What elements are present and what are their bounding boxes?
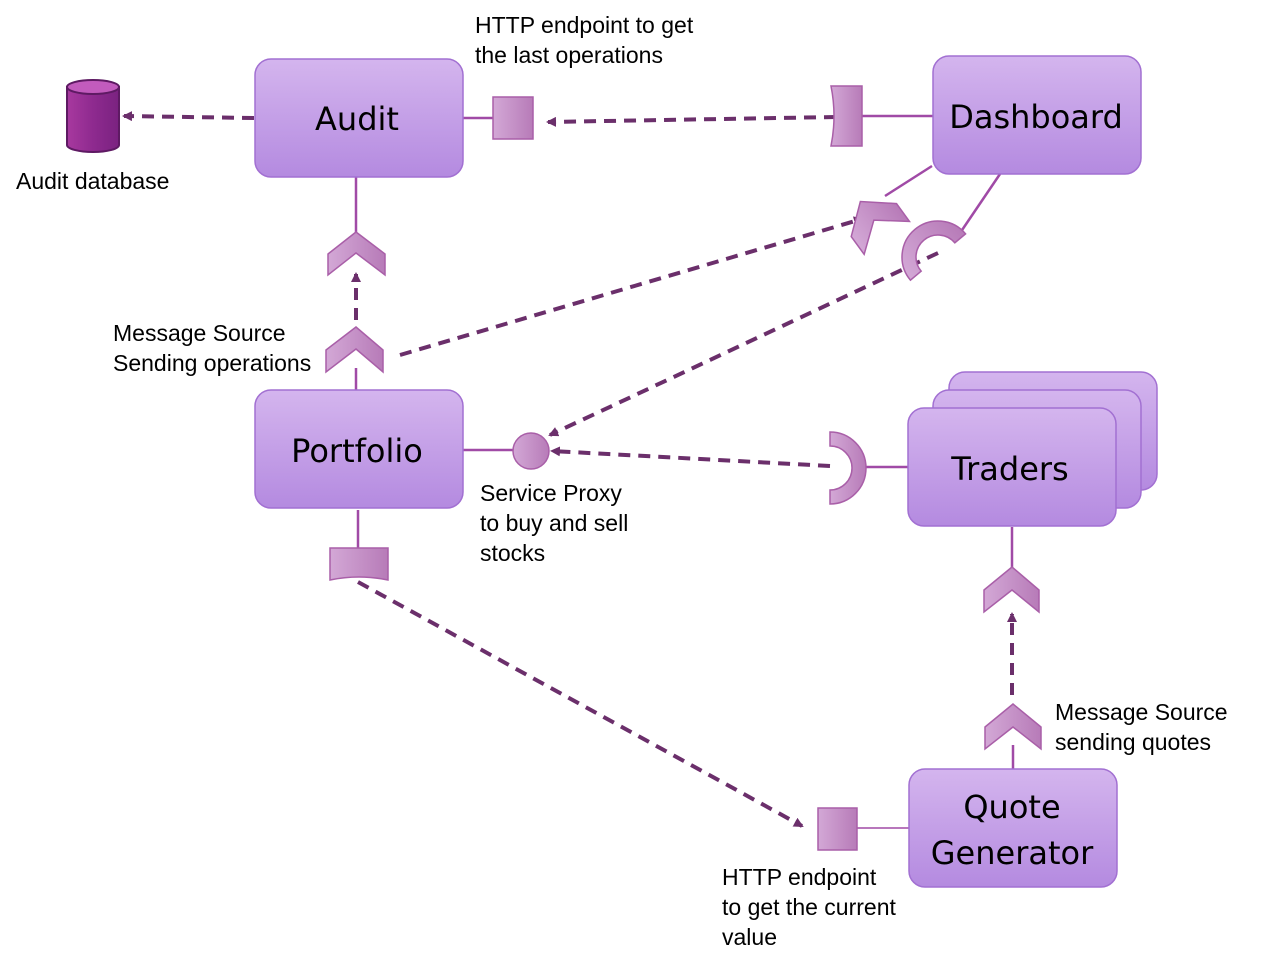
http-current-value-label-line1: HTTP endpoint	[722, 864, 877, 890]
http-current-value-label-line2: to get the current	[722, 894, 896, 920]
audit-database-label: Audit database	[16, 168, 169, 194]
service-proxy-label-line1: Service Proxy	[480, 480, 622, 506]
proxy-consumer-traders-icon	[829, 431, 867, 505]
http-current-value-label-line3: value	[722, 924, 777, 950]
portfolio-title: Portfolio	[291, 432, 423, 470]
audit-title: Audit	[315, 100, 399, 138]
line-dashboard-proxy-consumer	[956, 173, 1002, 237]
message-source-quotes-label-line2: sending quotes	[1055, 729, 1211, 755]
quote-generator-node: Quote Generator	[908, 768, 1118, 888]
quote-title-line2: Generator	[931, 834, 1094, 872]
arrow-dashboard-to-proxy	[548, 251, 939, 437]
service-proxy-label-line2: to buy and sell	[480, 510, 628, 536]
service-proxy-icon	[512, 432, 550, 470]
message-source-quote-icon	[984, 703, 1042, 751]
dashboard-title: Dashboard	[949, 98, 1123, 136]
traders-title: Traders	[950, 450, 1068, 488]
message-consumer-audit-icon	[327, 231, 386, 277]
message-source-quotes-label-line1: Message Source	[1055, 699, 1228, 725]
message-consumer-traders-icon	[983, 566, 1040, 614]
arrow-traders-to-proxy	[550, 446, 831, 468]
http-last-ops-label-line2: the last operations	[475, 42, 663, 68]
proxy-consumer-dashboard-icon	[901, 220, 967, 282]
dashboard-node: Dashboard	[932, 55, 1142, 175]
portfolio-node: Portfolio	[254, 389, 464, 509]
message-source-portfolio-icon	[325, 326, 384, 374]
audit-node: Audit	[254, 58, 464, 178]
service-proxy-label-line3: stocks	[480, 540, 545, 566]
traders-stack-front	[907, 407, 1117, 527]
message-consumer-dashboard-icon	[850, 200, 911, 257]
http-endpoint-audit-icon	[492, 96, 534, 140]
http-consumer-dashboard-icon	[830, 85, 863, 147]
arrow-portfolio-to-dashboard	[399, 216, 864, 357]
dashed-arrows	[122, 111, 1017, 828]
http-last-ops-label-line1: HTTP endpoint to get	[475, 12, 694, 38]
http-consumer-portfolio-icon	[329, 547, 389, 581]
http-endpoint-quote-icon	[817, 807, 858, 851]
arrow-portfolio-to-quote-endpoint	[357, 580, 804, 828]
arrow-audit-to-database	[122, 111, 255, 122]
traders-node: Traders	[907, 371, 1158, 527]
database-icon	[66, 79, 120, 153]
solid-lines	[354, 114, 1015, 829]
quote-title-line1: Quote	[963, 788, 1060, 826]
message-source-ops-label-line1: Message Source	[113, 320, 286, 346]
message-source-ops-label-line2: Sending operations	[113, 350, 311, 376]
line-dashboard-source-consumer	[884, 164, 933, 198]
arrow-dashboard-to-audit-endpoint	[546, 115, 837, 127]
